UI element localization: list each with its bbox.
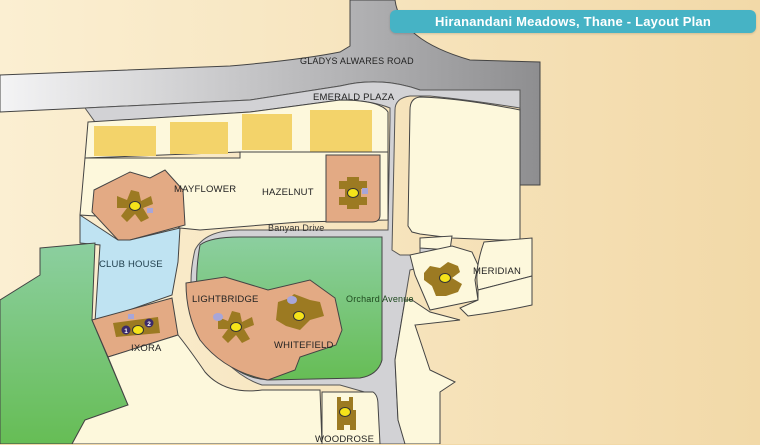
orchard-avenue-label: Orchard Avenue: [346, 294, 414, 304]
whitefield-amenity-icon: [287, 296, 297, 304]
ixora-marker-2: [144, 318, 154, 328]
ixora-marker-2-label: 2: [147, 321, 151, 328]
commercial-block-4: [310, 110, 372, 152]
map-title-banner: Hiranandani Meadows, Thane - Layout Plan: [390, 10, 756, 33]
hazelnut-label: HAZELNUT: [262, 187, 314, 198]
woodrose-label: WOODROSE: [315, 434, 375, 445]
commercial-block-1: [94, 126, 156, 156]
hazelnut-amenity-icon: [362, 188, 368, 194]
club-house-label: CLUB HOUSE: [99, 259, 163, 270]
commercial-block-2: [170, 122, 228, 154]
right-lower-plot: [394, 299, 461, 444]
lightbridge-label: LIGHTBRIDGE: [192, 294, 259, 305]
mayflower-label: MAYFLOWER: [174, 184, 237, 195]
mayflower-amenity-icon: [147, 208, 153, 213]
ixora-amenity-icon: [128, 314, 134, 319]
banyan-drive-label: Banyan Drive: [268, 223, 325, 233]
meridian-south-plot: [459, 275, 533, 317]
ixora-marker-1: [121, 325, 131, 335]
whitefield-label: WHITEFIELD: [274, 340, 334, 351]
lightbridge-amenity-icon: [213, 313, 223, 321]
ixora-marker-1-label: 1: [124, 328, 128, 335]
lower-plot: [71, 334, 323, 444]
gladys-alwares-road-label: GLADYS ALWARES ROAD: [300, 56, 414, 66]
ixora-label: IXORA: [131, 343, 162, 354]
meridian-label: MERIDIAN: [473, 266, 522, 277]
right-upper-plot: [407, 96, 521, 241]
emerald-plaza-label: EMERALD PLAZA: [313, 92, 395, 103]
commercial-block-3: [242, 114, 292, 150]
